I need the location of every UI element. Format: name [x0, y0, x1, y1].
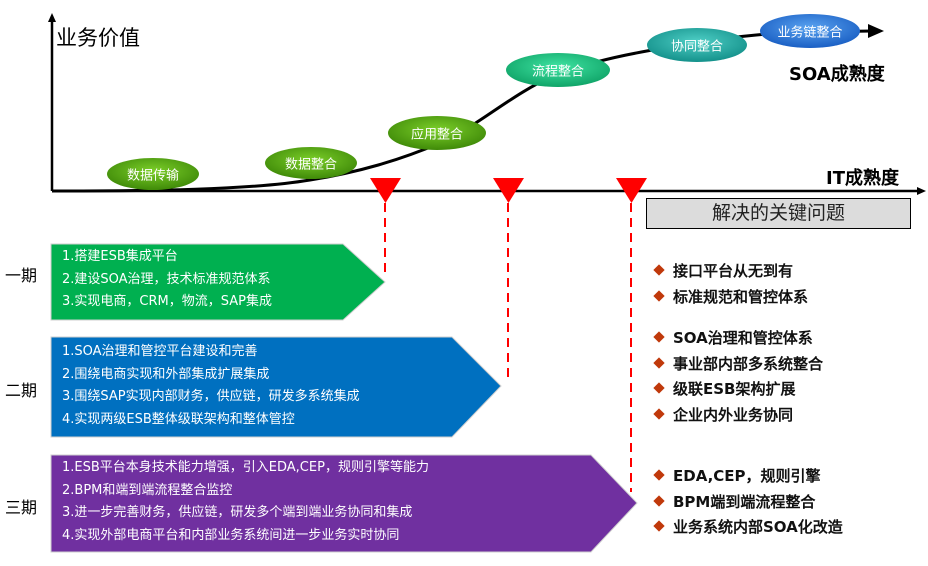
- key-problem-item: SOA治理和管控体系: [652, 326, 823, 352]
- phase-item: 2.围绕电商实现和外部集成扩展集成: [62, 366, 270, 382]
- phase-2-items: 1.SOA治理和管控平台建设和完善 2.围绕电商实现和外部集成扩展集成 3.围绕…: [54, 341, 360, 431]
- stage-label: 协同整合: [670, 39, 724, 55]
- phase-item: 4.实现外部电商平台和内部业务系统间进一步业务实时协同: [62, 527, 400, 543]
- key-problem-item: 接口平台从无到有: [652, 259, 808, 285]
- key-problem-item: 事业部内部多系统整合: [652, 352, 823, 378]
- stage-ellipse-app-integration: [388, 116, 486, 150]
- phase-3-label: 三期: [5, 498, 38, 517]
- phase-3-items: 1.ESB平台本身技术能力增强，引入EDA,CEP，规则引擎等能力 2.BPM和…: [54, 457, 429, 547]
- key-problem-item: 标准规范和管控体系: [652, 285, 808, 311]
- milestone-marker-3: [616, 178, 647, 203]
- y-axis-label: 业务价值: [56, 26, 140, 50]
- key-problem-item: BPM端到端流程整合: [652, 490, 843, 516]
- milestone-marker-2: [493, 178, 524, 203]
- phase-3-arrow: [50, 454, 638, 553]
- stage-label: 应用整合: [410, 127, 464, 143]
- key-problem-item: EDA,CEP，规则引擎: [652, 464, 843, 490]
- stage-label: 业务链整合: [777, 25, 843, 41]
- phase-item: 1.SOA治理和管控平台建设和完善: [62, 344, 258, 359]
- y-axis-arrow-icon: [48, 13, 56, 22]
- curve-arrow-icon: [868, 24, 884, 38]
- stage-ellipse-bizchain-integration: [760, 14, 860, 48]
- diamond-bullet-icon: [653, 264, 665, 276]
- stage-label: 流程整合: [531, 64, 585, 80]
- key-problem-item: 级联ESB架构扩展: [652, 377, 823, 403]
- key-problems-group-3: EDA,CEP，规则引擎 BPM端到端流程整合 业务系统内部SOA化改造: [652, 464, 843, 541]
- phase-item: 3.实现电商，CRM，物流，SAP集成: [62, 294, 272, 309]
- key-problem-item: 业务系统内部SOA化改造: [652, 515, 843, 541]
- diamond-bullet-icon: [653, 469, 665, 481]
- key-problems-group-1: 接口平台从无到有 标准规范和管控体系: [652, 259, 808, 310]
- curve-label: SOA成熟度: [789, 64, 885, 85]
- diamond-bullet-icon: [653, 356, 665, 369]
- stage-label: 数据传输: [126, 168, 180, 184]
- diamond-bullet-icon: [653, 331, 665, 343]
- phase-item: 2.建设SOA治理，技术标准规范体系: [62, 271, 271, 287]
- milestone-marker-1: [370, 178, 401, 203]
- diamond-bullet-icon: [653, 407, 665, 420]
- stage-ellipse-collab-integration: [647, 28, 747, 62]
- phase-1-arrow: [50, 243, 386, 321]
- key-problems-header: 解决的关键问题: [646, 198, 911, 229]
- phase-item: 2.BPM和端到端流程整合监控: [62, 482, 233, 498]
- phase-item: 3.进一步完善财务，供应链，研发多个端到端业务协同和集成: [62, 505, 413, 520]
- diamond-bullet-icon: [653, 382, 665, 394]
- phase-2-label: 二期: [5, 381, 38, 400]
- key-problem-item: 企业内外业务协同: [652, 403, 823, 429]
- phase-item: 1.搭建ESB集成平台: [62, 249, 178, 264]
- x-axis-arrow-icon: [917, 187, 926, 195]
- stage-ellipse-data-transfer: [107, 158, 199, 190]
- stage-ellipse-data-integration: [265, 147, 357, 179]
- diamond-bullet-icon: [653, 520, 665, 532]
- phase-1-items: 1.搭建ESB集成平台 2.建设SOA治理，技术标准规范体系 3.实现电商，CR…: [54, 246, 272, 314]
- phase-1-label: 一期: [5, 266, 38, 285]
- phase-item: 4.实现两级ESB整体级联架构和整体管控: [62, 411, 295, 427]
- stage-ellipse-process-integration: [506, 53, 610, 87]
- phase-item: 1.ESB平台本身技术能力增强，引入EDA,CEP，规则引擎等能力: [62, 460, 429, 475]
- phase-item: 3.围绕SAP实现内部财务，供应链，研发多系统集成: [62, 389, 360, 404]
- stage-label: 数据整合: [284, 157, 338, 173]
- diamond-bullet-icon: [653, 494, 665, 507]
- x-axis-label: IT成熟度: [826, 168, 899, 189]
- diamond-bullet-icon: [653, 289, 665, 302]
- phase-2-arrow: [50, 336, 502, 438]
- key-problems-group-2: SOA治理和管控体系 事业部内部多系统整合 级联ESB架构扩展 企业内外业务协同: [652, 326, 823, 428]
